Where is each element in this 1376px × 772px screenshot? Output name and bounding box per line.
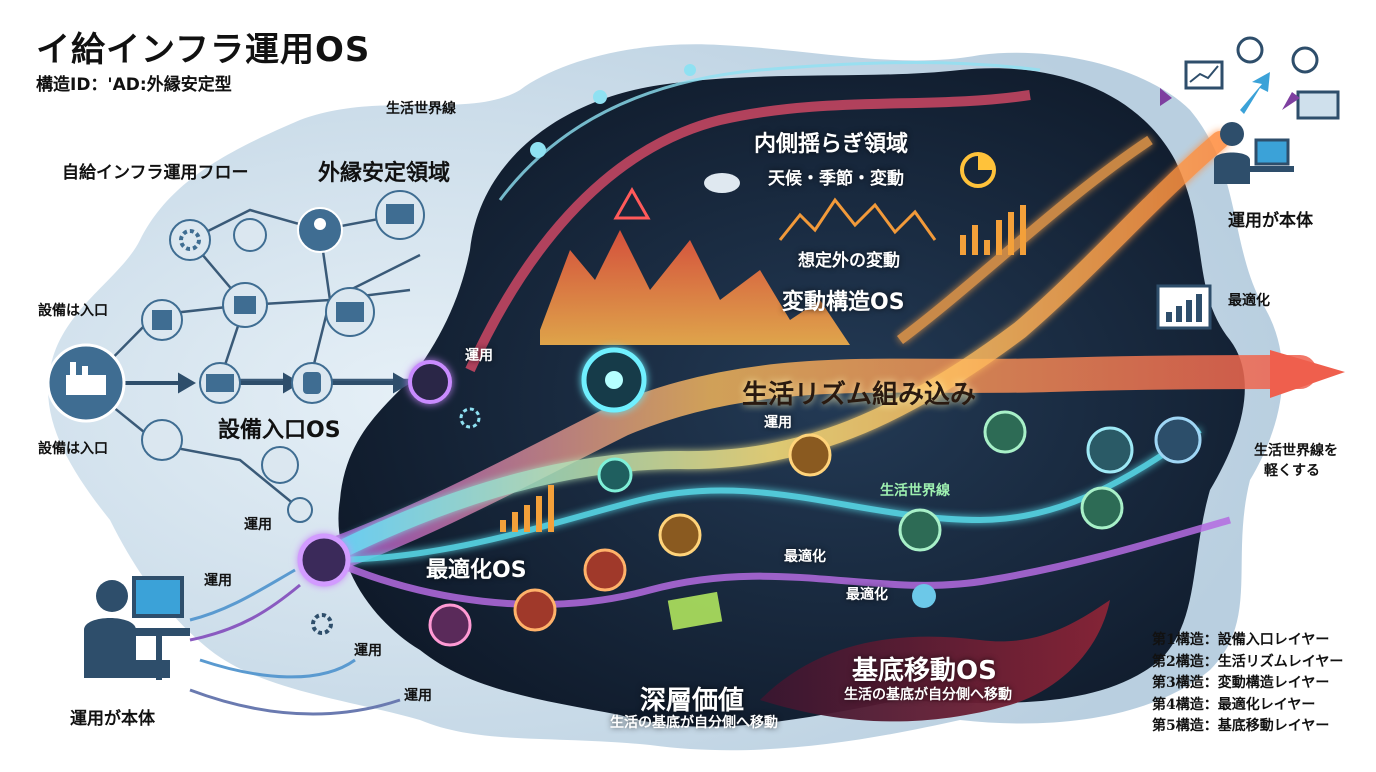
variation-mountains	[540, 230, 850, 345]
unyou-left-label: 運用	[465, 348, 493, 364]
operator-left-icon	[84, 576, 190, 680]
self-supply-flow-label: 自給インフラ運用フロー	[62, 163, 249, 183]
unyou-lower3-label: 運用	[404, 688, 432, 704]
right-top-icons	[1160, 36, 1340, 120]
unyou-center-label: 運用	[764, 415, 792, 431]
flow-nodes	[428, 64, 1202, 647]
target-icon	[1236, 36, 1264, 64]
building-icon	[152, 310, 172, 330]
hub-nodes	[297, 347, 647, 587]
structure-legend: 第1構造：設備入口レイヤー 第2構造：生活リズムレイヤー 第3構造：変動構造レイ…	[1152, 630, 1372, 738]
inner-fluctuation-region	[338, 68, 1245, 727]
inner-zone-label: 内側揺らぎ領域	[754, 132, 909, 157]
database-icon	[303, 372, 321, 394]
gear-icon	[179, 229, 201, 251]
legend-item: 第4構造：最適化レイヤー	[1152, 696, 1316, 713]
variation-os-label: 変動構造OS	[782, 290, 905, 315]
flow-purple	[328, 516, 1231, 608]
life-rhythm-label: 生活リズム組み込み	[742, 380, 977, 410]
legend-item: 第5構造：基底移動レイヤー	[1152, 718, 1330, 734]
output-arrow	[1270, 350, 1345, 398]
equipment-entry-bottom: 設備は入口	[38, 441, 108, 457]
optimize-small2: 最適化	[846, 587, 888, 603]
page-title: イ給インフラ運用OS	[36, 30, 371, 70]
monitor-icon	[386, 204, 414, 224]
cloud-icon	[704, 173, 740, 193]
flow-main-yellow	[321, 131, 1229, 564]
equipment-entry-os: 設備入口OS	[218, 418, 341, 443]
chart-icon	[336, 302, 364, 322]
growth-chart	[500, 485, 554, 532]
flow-upper-cyan	[498, 61, 1041, 201]
equipment-arrows	[125, 372, 411, 394]
unyou-mid-label: 運用	[244, 517, 272, 533]
operator-right-label: 運用が本体	[1228, 211, 1313, 231]
factory-icon	[66, 375, 106, 395]
life-line-label: 生活世界線	[386, 101, 456, 117]
operator-left-label: 運用が本体	[70, 709, 155, 729]
variation-line	[778, 197, 937, 241]
legend-item: 第3構造：変動構造レイヤー	[1152, 675, 1330, 691]
operator-arrows	[189, 568, 401, 716]
life-line-mid-label: 生活世界線	[880, 483, 950, 499]
deep-value-sub-label: 生活の基底が自分側へ移動	[610, 715, 778, 731]
lighten-line2: 軽くする	[1264, 463, 1320, 479]
deep-value-label: 深層価値	[640, 686, 745, 716]
unyou-lower2-label: 運用	[354, 643, 382, 659]
unexpected-label: 想定外の変動	[798, 251, 900, 271]
inner-zone-sub: 天候・季節・変動	[768, 169, 904, 189]
settings-gear-icon	[311, 613, 333, 635]
legend-item: 第2構造：生活リズムレイヤー	[1152, 653, 1344, 670]
deep-value-chip	[667, 591, 723, 631]
warning-icon	[613, 186, 651, 220]
structure-id: 構造ID：'AD:外縁安定型	[36, 75, 232, 95]
base-move-os-label: 基底移動OS	[852, 656, 997, 686]
equipment-entry-top: 設備は入口	[38, 303, 108, 319]
optimize-right-label: 最適化	[1228, 293, 1270, 309]
left-nodes	[46, 190, 425, 523]
person-computer-icon	[1214, 122, 1294, 184]
lighten-line1: 生活世界線を	[1254, 443, 1338, 459]
optimize-small1: 最適化	[784, 549, 826, 565]
user-network-icon	[314, 218, 326, 230]
flow-upper-red	[465, 90, 1031, 373]
operator-hub	[297, 533, 351, 587]
base-move-band	[760, 600, 1110, 722]
base-move-sub-label: 生活の基底が自分側へ移動	[844, 687, 1012, 703]
outer-stable-label: 外縁安定領域	[318, 161, 451, 186]
unyou-lower1-label: 運用	[204, 573, 232, 589]
bar-chart	[960, 205, 1026, 255]
entry-hub	[408, 360, 452, 404]
legend-item: 第1構造：設備入口レイヤー	[1152, 632, 1330, 648]
optimize-os-label: 最適化OS	[426, 558, 527, 583]
settings-gear-icon-2	[459, 407, 481, 429]
